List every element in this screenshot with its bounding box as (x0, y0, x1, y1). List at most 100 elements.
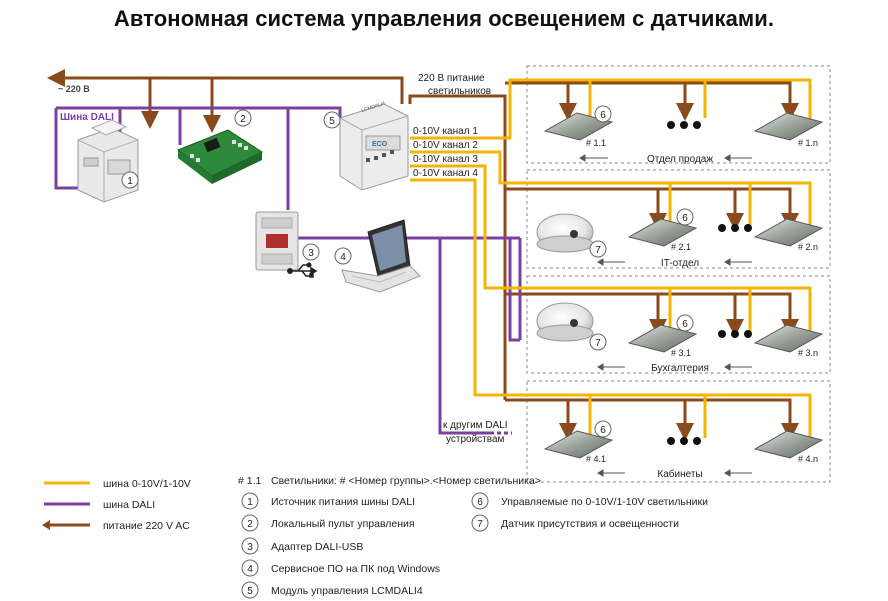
lamp-first-label-4: # 4.1 (586, 454, 606, 464)
device-num-psu: 1 (127, 176, 133, 187)
device-number-labels: 1 2 3 4 5 (127, 114, 346, 263)
ch1-line (410, 78, 812, 140)
zone-1: 6 # 1.1 # 1.n Отдел продаж (543, 105, 824, 165)
legend-label-purple: шина DALI (103, 499, 155, 511)
dali-usb-adapter-device (255, 211, 299, 271)
lamp-4-first (543, 430, 614, 459)
label-lamp-power-2: светильников (428, 86, 491, 97)
label-lamp-power-1: 220 В питание (418, 73, 485, 84)
lamp-2-first (627, 218, 698, 247)
lamp-last-label-1: # 1.n (798, 138, 818, 148)
legend-text-6: Управляемые по 0-10V/1-10V светильники (501, 496, 708, 508)
label-ch4: 0-10V канал 4 (413, 168, 478, 179)
label-other-dali-1: к другим DALI (443, 420, 508, 431)
legend-text-5: Модуль управления LCMDALI4 (271, 585, 423, 597)
device-num-panel: 2 (240, 114, 246, 125)
sensor-3 (536, 302, 594, 342)
sensor-num-marker-3 (589, 333, 607, 351)
legend-label-brown: питание 220 V AC (103, 520, 190, 532)
usb-icon (287, 262, 318, 278)
legend-arrow-brown (42, 520, 50, 530)
lamp-num-2: 6 (682, 213, 688, 224)
page-title: Автономная система управления освещением… (113, 6, 775, 31)
label-220v: ~ 220 В (58, 84, 90, 94)
ellipsis-icon-2 (718, 224, 752, 232)
laptop-device (341, 219, 421, 293)
lamp-num-marker-3 (676, 314, 694, 332)
device-num-adapter: 3 (308, 248, 314, 259)
legend-text-4: Сервисное ПО на ПК под Windows (271, 563, 440, 575)
legend-text-2: Локальный пульт управления (271, 518, 415, 530)
lamp-num-marker-2 (676, 208, 694, 226)
lamp-first-label-1: # 1.1 (586, 138, 606, 148)
legend-lamp-desc: Светильники: # <Номер группы>.<Номер све… (271, 475, 541, 487)
ellipsis-icon-3 (718, 330, 752, 338)
lamp-last-label-4: # 4.n (798, 454, 818, 464)
sensor-num-3: 7 (595, 338, 601, 349)
legend-markers-right (471, 492, 489, 532)
legend-num-6: 6 (477, 497, 483, 508)
power-row-4 (505, 398, 792, 430)
zone-3: 7 6 # 3.1 # 3.n Бухгалтерия (536, 302, 824, 374)
dali-psu-device (77, 119, 139, 203)
lamp-last-label-3: # 3.n (798, 348, 818, 358)
zone-boxes (526, 65, 831, 483)
legend-text-7: Датчик присутствия и освещенности (501, 518, 679, 530)
lamp-4-last (753, 430, 824, 459)
power-main-line (56, 76, 404, 95)
module-eco-text: ECO (372, 141, 388, 148)
device-num-laptop: 4 (340, 252, 346, 263)
legend-text-1: Источник питания шины DALI (271, 496, 415, 508)
lamp-1-first (543, 112, 614, 141)
lamp-1-last (753, 112, 824, 141)
legend-num-5: 5 (247, 586, 253, 597)
ellipsis-icon-1 (667, 121, 701, 129)
zone-4: 6 # 4.1 # 4.n Кабинеты (543, 420, 824, 480)
zone-2: 7 6 # 2.1 # 2.n IT-отдел (536, 208, 824, 269)
wire-labels: ~ 220 В Шина DALI 220 В питание светильн… (58, 73, 508, 445)
power-lamp-bus (400, 94, 507, 400)
dali-to-others (438, 238, 490, 435)
lamp-num-1: 6 (600, 110, 606, 121)
lamp-last-label-2: # 2.n (798, 242, 818, 252)
dali-main-line (56, 106, 342, 118)
legend-label-yellow: шина 0-10V/1-10V (103, 478, 191, 490)
power-row-1 (505, 81, 792, 110)
lamp-3-first (627, 324, 698, 353)
sensor-num-marker-2 (589, 240, 607, 258)
label-other-dali-2: устройствам (446, 434, 505, 445)
power-row-2 (505, 187, 792, 220)
zone-box-2 (526, 169, 831, 269)
lamp-num-marker-4 (594, 420, 612, 438)
legend: шина 0-10V/1-10V шина DALI питание 220 V… (42, 475, 708, 599)
lamp-3-last (753, 324, 824, 353)
legend-num-4: 4 (247, 564, 253, 575)
label-dali-bus: Шина DALI (60, 112, 114, 123)
legend-lamp-key: # 1.1 (238, 475, 262, 487)
legend-num-1: 1 (247, 497, 253, 508)
zone-name-2: IT-отдел (661, 258, 699, 269)
lamp-num-3: 6 (682, 319, 688, 330)
device-num-module: 5 (329, 116, 335, 127)
ch3-line (410, 164, 812, 335)
zone-box-3 (526, 275, 831, 374)
ch2-line (410, 150, 812, 230)
legend-num-2: 2 (247, 519, 253, 530)
zone-box-4 (526, 380, 831, 483)
sensor-2 (536, 213, 594, 253)
zone-name-3: Бухгалтерия (651, 363, 709, 374)
ctrl-0-10v-wiring (410, 78, 812, 440)
zone-name-4: Кабинеты (657, 468, 702, 480)
lamp-first-label-3: # 3.1 (671, 348, 691, 358)
zone-name-1: Отдел продаж (647, 154, 713, 165)
lamp-2-last (753, 218, 824, 247)
lcmdali4-module-device: ECO LCMDALI4 (339, 101, 409, 191)
ch4-line (410, 178, 812, 440)
lamp-first-label-2: # 2.1 (671, 242, 691, 252)
legend-markers-left (241, 492, 259, 599)
legend-text-3: Адаптер DALI-USB (271, 541, 363, 553)
sensor-num-2: 7 (595, 245, 601, 256)
device-number-markers (121, 109, 352, 265)
legend-num-3: 3 (247, 542, 253, 553)
